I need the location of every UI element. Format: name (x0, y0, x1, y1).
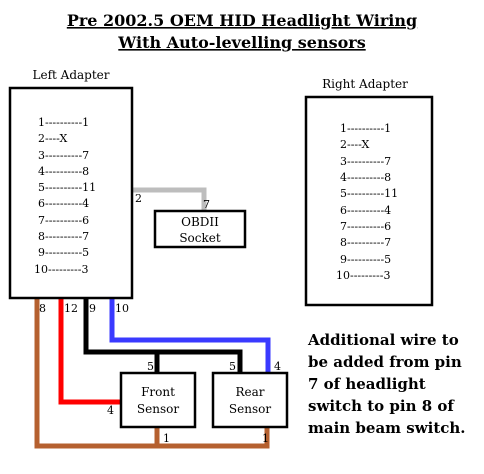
left-adapter-pin-list: 1----------1 2----X 3----------7 4------… (34, 116, 96, 276)
front-sensor-pin-4: 4 (107, 404, 114, 417)
wires (34, 187, 271, 449)
right-pin-row: 1----------1 (340, 122, 391, 135)
black-wire (83, 298, 243, 373)
left-pin-row: 1----------1 (38, 116, 89, 129)
blue-wire (109, 298, 271, 373)
left-pin-row: 10---------3 (34, 263, 88, 276)
front-sensor-label-line-1: Front (141, 385, 175, 399)
obdii-pin-2: 2 (135, 192, 142, 205)
rear-sensor-pin-1: 1 (262, 432, 269, 445)
wire-label-8: 8 (39, 302, 46, 315)
left-pin-row: 7----------6 (38, 214, 89, 227)
left-adapter-label: Left Adapter (33, 68, 110, 82)
right-adapter-pin-list: 1----------1 2----X 3----------7 4------… (336, 122, 398, 282)
note-line-1: Additional wire to (307, 331, 459, 349)
front-sensor-label-line-2: Sensor (137, 402, 179, 416)
obdii-pin-7: 7 (203, 198, 210, 211)
right-pin-row: 6----------4 (340, 204, 391, 217)
right-pin-row: 9----------5 (340, 253, 391, 266)
obdii-socket-box (153, 209, 247, 249)
note-line-4: switch to pin 8 of (308, 397, 455, 415)
right-pin-row: 4----------8 (340, 171, 391, 184)
title-line-1: Pre 2002.5 OEM HID Headlight Wiring (67, 11, 417, 30)
left-pin-row: 5----------11 (38, 181, 96, 194)
wire-label-10: 10 (115, 302, 129, 315)
grey-wire (132, 187, 207, 211)
right-pin-row: 3----------7 (340, 155, 391, 168)
red-wire (58, 298, 121, 405)
wire-label-9: 9 (89, 302, 96, 315)
left-pin-row: 8----------7 (38, 230, 89, 243)
wire-label-12: 12 (64, 302, 78, 315)
left-pin-row: 3----------7 (38, 149, 89, 162)
note-line-5: main beam switch. (308, 419, 466, 437)
additional-wire-note: Additional wire to be added from pin 7 o… (307, 331, 466, 437)
left-pin-row: 2----X (38, 132, 67, 145)
rear-sensor-label-line-2: Sensor (229, 402, 271, 416)
right-pin-row: 2----X (340, 138, 369, 151)
note-line-2: be added from pin (308, 353, 462, 371)
brown-wire (34, 298, 270, 449)
obdii-label-line-2: Socket (179, 231, 221, 245)
right-adapter-box (304, 95, 434, 307)
left-pin-row: 4----------8 (38, 165, 89, 178)
right-pin-row: 10---------3 (336, 269, 390, 282)
rear-sensor-label-line-1: Rear (235, 385, 264, 399)
front-sensor-pin-5: 5 (147, 360, 154, 373)
left-adapter-box (8, 86, 134, 300)
front-sensor-box (119, 371, 197, 429)
front-sensor-pin-1: 1 (163, 432, 170, 445)
rear-sensor-box (211, 371, 289, 429)
left-pin-row: 6----------4 (38, 197, 89, 210)
rear-sensor-pin-5: 5 (229, 360, 236, 373)
right-pin-row: 8----------7 (340, 236, 391, 249)
left-pin-row: 9----------5 (38, 246, 89, 259)
title-line-2: With Auto-levelling sensors (117, 33, 365, 52)
obdii-label-line-1: OBDII (181, 215, 219, 229)
rear-sensor-pin-4: 4 (274, 360, 281, 373)
right-pin-row: 5----------11 (340, 187, 398, 200)
note-line-3: 7 of headlight (308, 375, 426, 393)
right-adapter-label: Right Adapter (322, 77, 408, 91)
right-pin-row: 7----------6 (340, 220, 391, 233)
